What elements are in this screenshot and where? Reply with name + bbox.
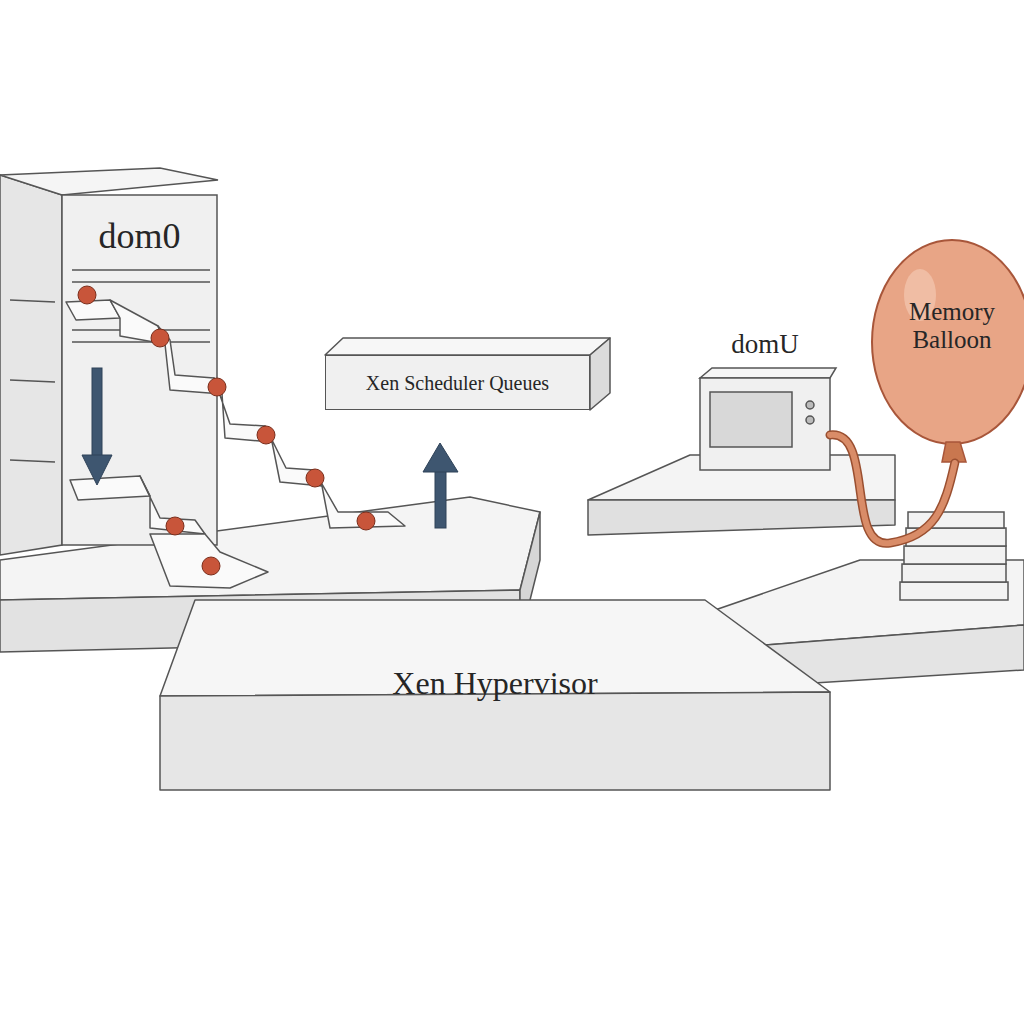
tube-fill — [830, 435, 955, 543]
server-side — [0, 175, 62, 555]
memory-page — [906, 528, 1006, 546]
memory-page — [902, 564, 1006, 582]
node-label: Xen Scheduler Queues — [326, 372, 589, 394]
memory-pages — [900, 512, 1008, 600]
node-label: dom0 — [62, 217, 217, 257]
arrow-head — [423, 443, 458, 472]
memory-page — [900, 582, 1008, 600]
queued-item — [257, 426, 275, 444]
server-slot — [72, 341, 210, 343]
balloon-knot — [942, 442, 966, 462]
balloon-tube — [830, 435, 955, 543]
node-label: domU — [700, 330, 830, 360]
balloon-body — [872, 240, 1024, 444]
monitor-knob — [806, 416, 814, 424]
memory-page — [908, 512, 1004, 528]
server-slot — [72, 269, 210, 271]
guest-domain: domU — [700, 330, 830, 470]
server-front — [62, 195, 217, 545]
queued-item — [166, 517, 184, 535]
server-box: dom0 — [62, 195, 217, 545]
queued-item — [151, 329, 169, 347]
server-slot — [72, 281, 210, 283]
arrow-head — [82, 455, 112, 485]
server-slot — [10, 300, 55, 302]
hypervisor-slab: Xen Hypervisor — [160, 600, 830, 792]
tube-outline — [830, 435, 955, 543]
queued-item — [78, 286, 96, 304]
queue-items — [78, 286, 375, 575]
node-label: Memory Balloon — [882, 298, 1022, 353]
queued-item — [357, 512, 375, 530]
slab-front — [160, 692, 830, 790]
box-side — [590, 338, 610, 410]
domu-monitor — [700, 368, 836, 470]
server-body — [0, 168, 218, 555]
stair-step — [140, 476, 205, 534]
monitor-knob — [806, 401, 814, 409]
server-slot — [10, 460, 55, 462]
box-top — [325, 338, 610, 355]
balloon-circle: Memory Balloon — [870, 240, 1024, 465]
queued-item — [208, 378, 226, 396]
queue-box: Xen Scheduler Queues — [325, 355, 590, 410]
server-slot — [10, 380, 55, 382]
queued-item — [202, 557, 220, 575]
node-label: Xen Hypervisor — [160, 666, 830, 701]
monitor-top — [700, 368, 836, 378]
stair-step — [150, 534, 268, 588]
arrow-shaft — [92, 368, 102, 458]
memory-page — [904, 546, 1006, 564]
stair-step — [70, 476, 150, 500]
monitor-screen — [710, 392, 792, 447]
scheduler-box-faces — [325, 338, 610, 410]
platform-front — [588, 500, 895, 535]
queued-item — [306, 469, 324, 487]
server-top — [0, 168, 218, 195]
monitor-body — [700, 378, 830, 470]
arrow-shaft — [435, 470, 446, 528]
